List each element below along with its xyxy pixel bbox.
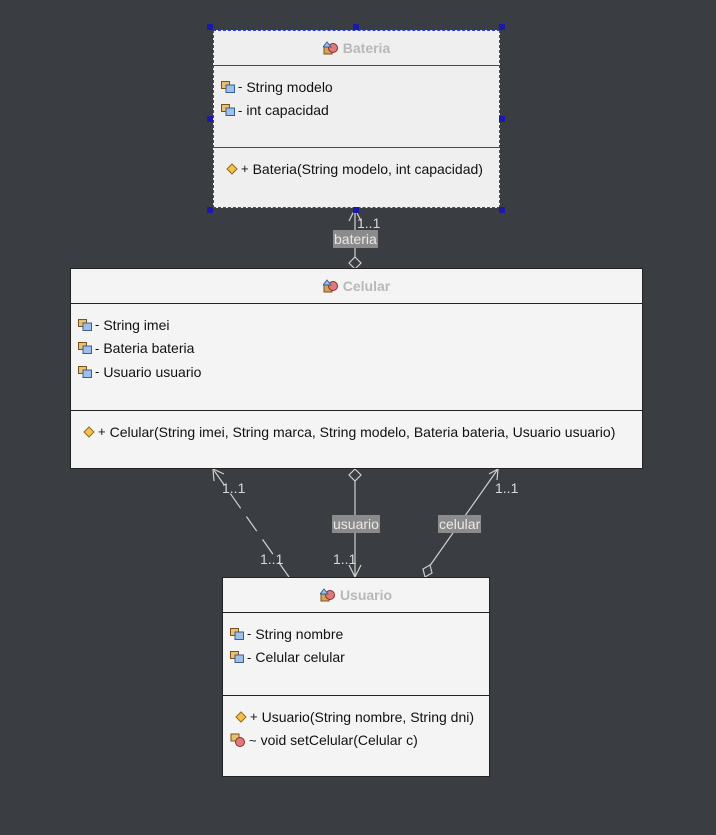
operations-section: + Usuario(String nombre, String dni) ~ v… [223, 696, 489, 752]
operation-text: Usuario(String nombre, String dni) [261, 708, 475, 725]
multiplicity-bateria: 1..1 [357, 215, 381, 231]
attribute-text: String imei [103, 316, 170, 333]
resize-handle[interactable] [207, 24, 213, 30]
visibility-marker: ~ [249, 732, 257, 748]
dependency-usuario-celular[interactable] [212, 468, 290, 578]
field-icon [221, 104, 235, 117]
visibility-marker: - [95, 317, 100, 333]
role-label-bateria[interactable]: bateria [333, 230, 378, 248]
field-icon [230, 651, 244, 664]
field-icon [78, 318, 92, 331]
operations-section: + Bateria(String modelo, int capacidad) [214, 148, 499, 181]
class-icon [322, 41, 339, 55]
visibility-marker: + [241, 161, 249, 177]
visibility-marker: + [250, 709, 258, 725]
constructor-icon [226, 163, 238, 175]
multiplicity-usuario: 1..1 [333, 551, 357, 567]
resize-handle[interactable] [353, 24, 359, 30]
class-bateria[interactable]: Bateria - String modelo - int capacidad … [213, 30, 500, 208]
class-name: Celular [342, 278, 391, 294]
attribute-row[interactable]: - String imei [71, 313, 642, 337]
operation-row[interactable]: + Celular(String imei, String marca, Str… [71, 420, 642, 444]
resize-handle[interactable] [499, 116, 505, 122]
field-icon [78, 342, 92, 355]
class-usuario[interactable]: Usuario - String nombre - Celular celula… [222, 577, 490, 777]
visibility-marker: - [238, 79, 243, 95]
visibility-marker: + [98, 424, 106, 440]
class-celular[interactable]: Celular - String imei - Bateria bateria … [70, 268, 643, 469]
operation-row[interactable]: + Usuario(String nombre, String dni) [223, 705, 489, 729]
attribute-text: Celular celular [255, 649, 345, 666]
multiplicity-dependency-source: 1..1 [260, 551, 284, 567]
resize-handle[interactable] [207, 207, 213, 213]
class-name: Bateria [342, 40, 391, 56]
class-header[interactable]: Bateria [214, 31, 499, 66]
resize-handle[interactable] [207, 116, 213, 122]
class-icon [319, 588, 336, 602]
attributes-section: - String nombre - Celular celular [223, 613, 489, 696]
attribute-row[interactable]: - String nombre [223, 622, 489, 646]
role-label-usuario[interactable]: usuario [332, 515, 380, 533]
role-label-celular[interactable]: celular [438, 515, 482, 533]
attribute-row[interactable]: - Celular celular [223, 646, 489, 670]
field-icon [230, 627, 244, 640]
visibility-marker: - [238, 102, 243, 118]
operation-text: Bateria(String modelo, int capacidad) [252, 160, 483, 177]
attribute-row[interactable]: - Bateria bateria [71, 337, 642, 361]
operation-row[interactable]: + Bateria(String modelo, int capacidad) [214, 157, 499, 181]
operation-text: Celular(String imei, String marca, Strin… [109, 423, 616, 440]
attribute-text: String nombre [255, 625, 344, 642]
multiplicity-dependency-target: 1..1 [222, 480, 246, 496]
operation-row[interactable]: ~ void setCelular(Celular c) [223, 729, 489, 753]
visibility-marker: - [247, 626, 252, 642]
attribute-row[interactable]: - String modelo [214, 75, 499, 99]
attribute-text: String modelo [246, 78, 333, 95]
class-header[interactable]: Celular [71, 269, 642, 304]
operations-section: + Celular(String imei, String marca, Str… [71, 411, 642, 444]
attributes-section: - String modelo - int capacidad [214, 66, 499, 148]
resize-handle[interactable] [353, 207, 359, 213]
attribute-row[interactable]: - Usuario usuario [71, 360, 642, 384]
attribute-row[interactable]: - int capacidad [214, 99, 499, 123]
attribute-text: int capacidad [246, 102, 329, 119]
resize-handle[interactable] [499, 207, 505, 213]
field-icon [78, 365, 92, 378]
multiplicity-celular: 1..1 [495, 480, 519, 496]
operation-text: void setCelular(Celular c) [260, 732, 418, 749]
resize-handle[interactable] [499, 24, 505, 30]
constructor-icon [235, 711, 247, 723]
field-icon [221, 80, 235, 93]
attributes-section: - String imei - Bateria bateria - Usuari… [71, 304, 642, 411]
class-header[interactable]: Usuario [223, 578, 489, 613]
visibility-marker: - [95, 364, 100, 380]
attribute-text: Usuario usuario [103, 363, 202, 380]
class-name: Usuario [339, 587, 393, 603]
visibility-marker: - [95, 340, 100, 356]
constructor-icon [83, 426, 95, 438]
attribute-text: Bateria bateria [103, 340, 195, 357]
method-icon [230, 733, 246, 748]
class-icon [322, 279, 339, 293]
visibility-marker: - [247, 649, 252, 665]
